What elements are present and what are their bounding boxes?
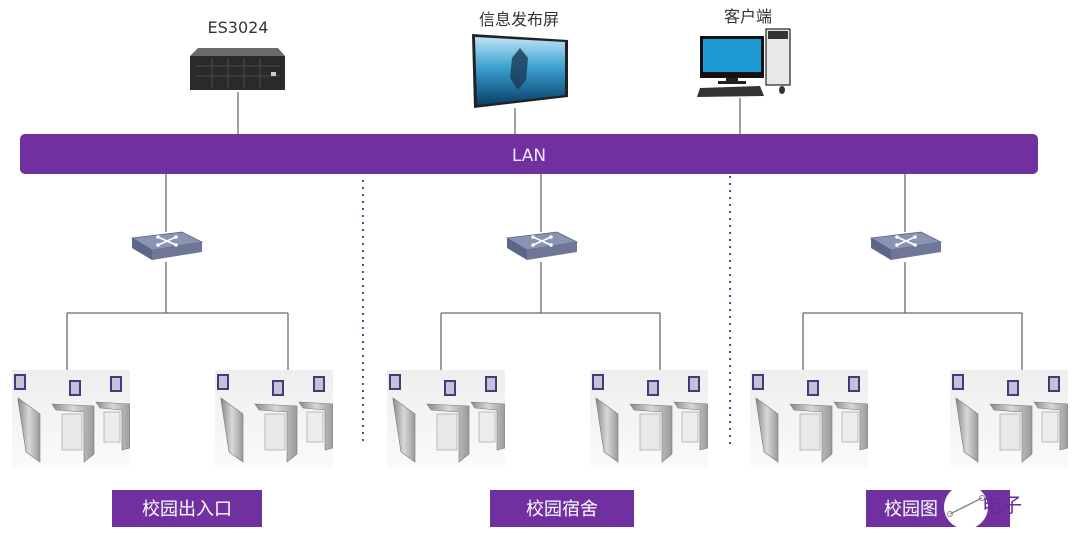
site-label: 校园出入口 (142, 499, 232, 520)
lan-label: LAN (512, 146, 546, 166)
site-label: 校园图 (884, 499, 938, 520)
site-group: 校园图 (750, 174, 1068, 527)
info-display: 信息发布屏 (472, 10, 568, 108)
network-switch-icon (870, 231, 942, 261)
turnstile-gate-icon (387, 370, 505, 468)
desktop-computer-icon (697, 28, 791, 97)
site-label-box (490, 490, 634, 527)
server-icon (190, 48, 285, 90)
turnstile-gate-icon (215, 370, 333, 468)
site-label: 校园宿舍 (526, 499, 598, 520)
site-label-box (112, 490, 262, 527)
client-pc: 客户端 (697, 7, 791, 97)
turnstile-gate-icon (950, 370, 1068, 468)
device-label: 信息发布屏 (479, 10, 559, 29)
turnstile-gate-icon (750, 370, 868, 468)
network-switch-icon (131, 231, 203, 261)
es3024-server: ES3024 (190, 18, 285, 90)
display-screen-icon (472, 34, 568, 108)
zone-separators (362, 176, 731, 446)
lan-bus: LAN (20, 134, 1038, 174)
network-switch-icon (506, 231, 578, 261)
device-label: 客户端 (724, 7, 772, 26)
site-group: 校园出入口 (12, 174, 333, 527)
turnstile-gate-icon (590, 370, 708, 468)
watermark-logo: 电子 (944, 485, 1050, 529)
top-connectors (237, 92, 741, 134)
watermark-text: 电子 (982, 493, 1022, 517)
site-group: 校园宿舍 (387, 174, 708, 527)
device-label: ES3024 (208, 18, 269, 37)
turnstile-gate-icon (12, 370, 130, 468)
